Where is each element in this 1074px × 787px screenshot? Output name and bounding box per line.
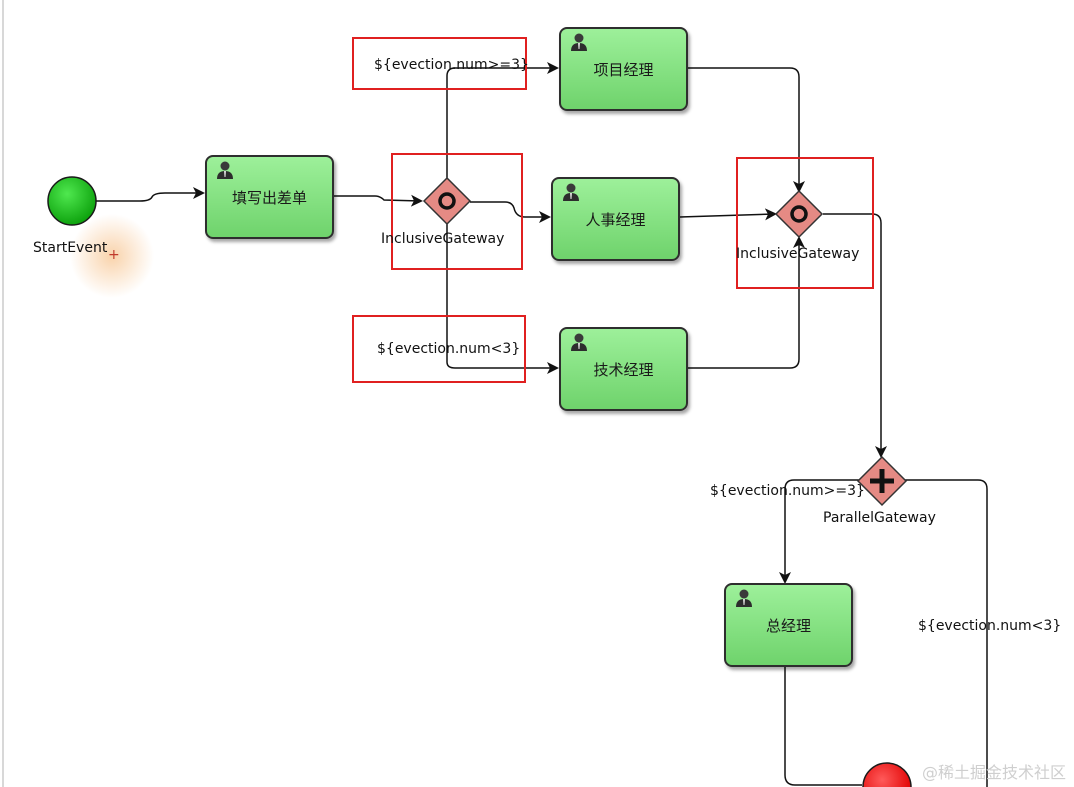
highlight-box-split-gateway	[391, 153, 523, 270]
condition-to-tech-manager: ${evection.num<3}	[377, 341, 521, 357]
inclusive-gateway-split[interactable]	[422, 176, 472, 226]
user-icon	[736, 589, 752, 607]
inclusive-gateway-circle-icon	[790, 205, 808, 223]
task-hr-manager-label: 人事经理	[585, 210, 646, 229]
task-fill-form-label: 填写出差单	[231, 188, 307, 207]
cursor-crosshair-icon: +	[108, 247, 120, 263]
flow-split-to-tech-manager[interactable]	[446, 224, 559, 374]
parallel-gateway-label: ParallelGateway	[823, 510, 936, 526]
user-icon	[571, 33, 587, 51]
task-hr-manager[interactable]: 人事经理	[551, 177, 680, 261]
cursor-highlight	[70, 214, 154, 298]
start-event-label: StartEvent	[33, 240, 108, 256]
flow-project-manager-to-join[interactable]	[688, 67, 805, 193]
flow-general-manager-to-end[interactable]	[784, 667, 862, 786]
highlight-box-condition-top	[352, 37, 527, 90]
end-event[interactable]	[862, 762, 912, 787]
inclusive-gateway-circle-icon	[438, 192, 456, 210]
inclusive-gateway-join[interactable]	[774, 189, 824, 239]
parallel-gateway-plus-icon	[870, 469, 894, 493]
task-general-manager[interactable]: 总经理	[724, 583, 853, 667]
condition-to-project-manager: ${evection.num>=3}	[374, 57, 529, 73]
task-tech-manager-label: 技术经理	[593, 360, 654, 379]
user-icon	[217, 161, 233, 179]
user-icon	[571, 333, 587, 351]
flow-fill-form-to-split[interactable]	[334, 194, 423, 207]
inclusive-gateway-split-label: InclusiveGateway	[381, 231, 505, 247]
flow-hr-manager-to-join[interactable]	[679, 208, 777, 221]
flow-split-to-project-manager[interactable]	[446, 62, 559, 180]
flow-tech-manager-to-join[interactable]	[688, 236, 805, 369]
task-general-manager-label: 总经理	[765, 616, 811, 635]
flow-parallel-to-general-manager[interactable]	[779, 479, 859, 584]
condition-to-general-manager: ${evection.num>=3}	[710, 483, 865, 499]
user-icon	[563, 183, 579, 201]
highlight-box-join-gateway	[736, 157, 874, 289]
task-tech-manager[interactable]: 技术经理	[559, 327, 688, 411]
task-project-manager-label: 项目经理	[593, 60, 654, 79]
flow-parallel-to-end[interactable]	[905, 479, 988, 787]
start-event[interactable]	[47, 176, 97, 226]
inclusive-gateway-join-label: InclusiveGateway	[736, 246, 860, 262]
watermark: @稀土掘金技术社区	[921, 763, 1066, 782]
parallel-gateway[interactable]	[856, 455, 908, 507]
task-project-manager[interactable]: 项目经理	[559, 27, 688, 111]
condition-to-end: ${evection.num<3}	[918, 618, 1062, 634]
task-fill-form[interactable]: 填写出差单	[205, 155, 334, 239]
highlight-box-condition-bottom	[352, 315, 526, 383]
flow-start-to-fill-form[interactable]	[96, 187, 205, 202]
